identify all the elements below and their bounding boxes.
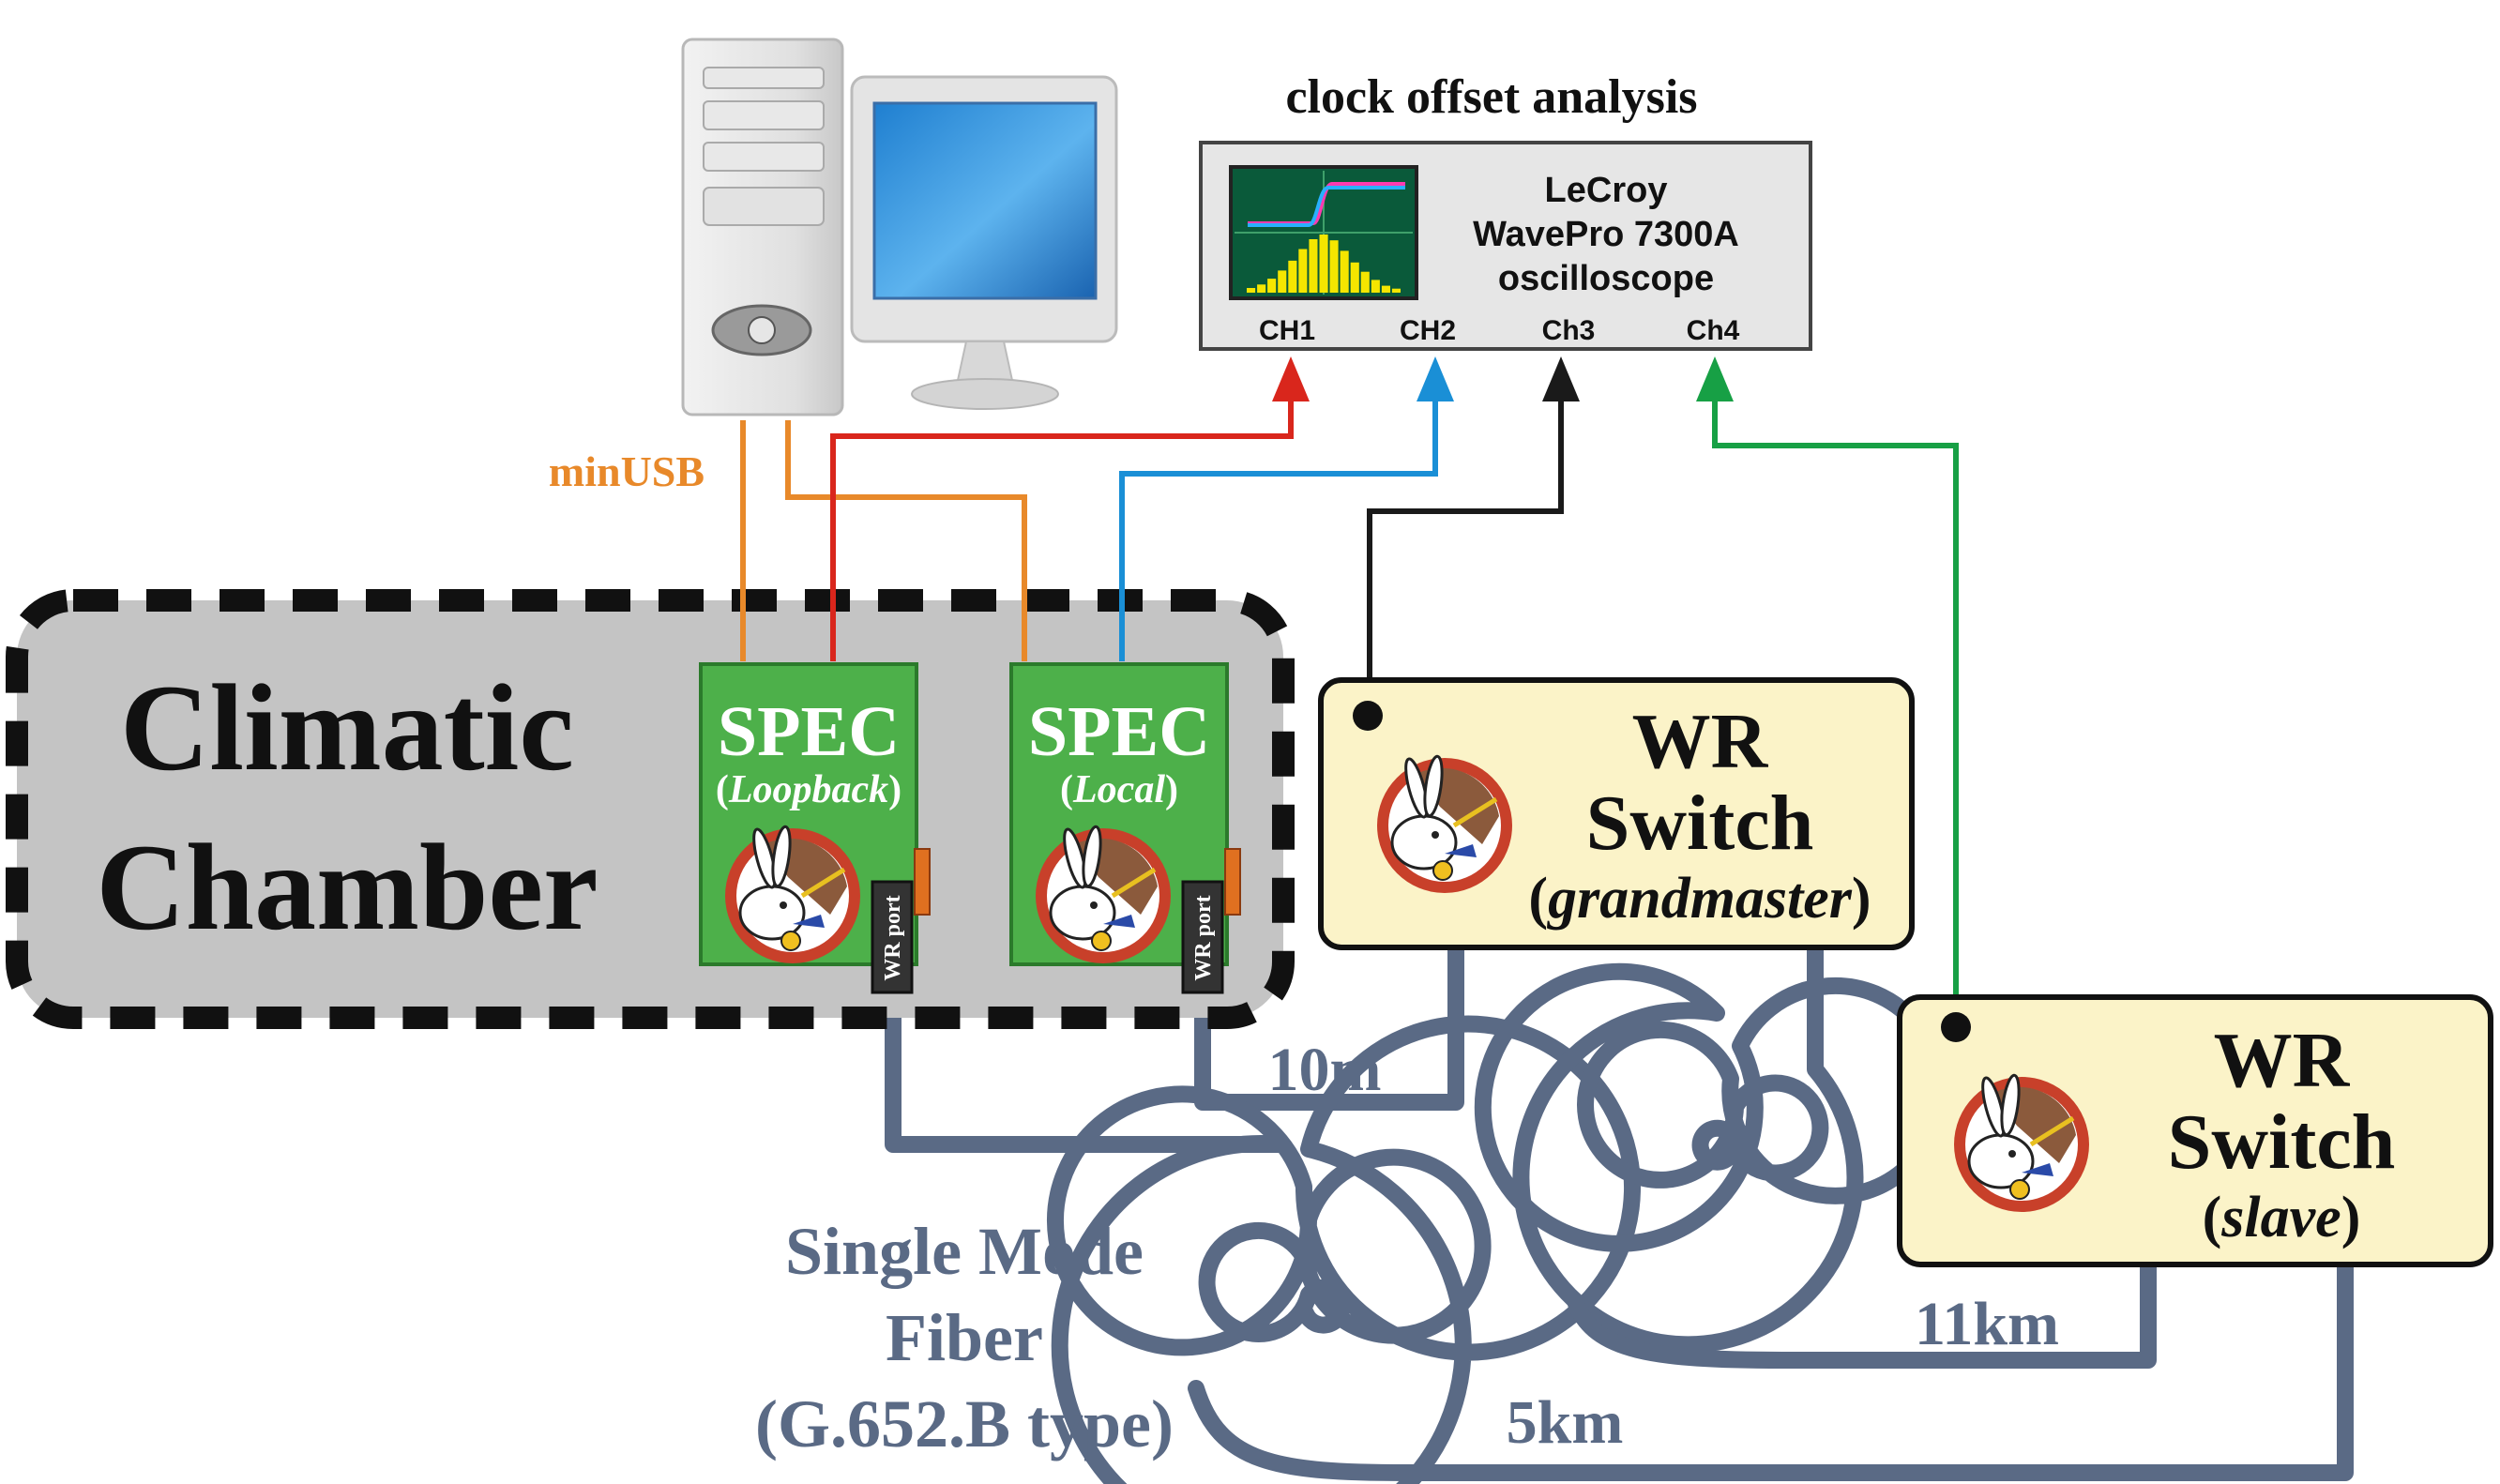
oscilloscope-model-line1: LeCroy: [1545, 171, 1668, 210]
wr-grandmaster-paren-open: (: [1528, 867, 1548, 931]
fiber-length-5km: 5km: [1507, 1388, 1624, 1457]
oscilloscope-model-line2: WavePro 7300A: [1473, 215, 1739, 254]
channel-label-ch2: CH2: [1400, 315, 1456, 346]
fiber-label-line3: (G.652.B type): [755, 1386, 1174, 1461]
histogram-bar: [1381, 285, 1390, 293]
spec-loopback-mode-text: Loopback: [728, 768, 888, 811]
wr-grandmaster-role: (grandmaster): [1528, 867, 1871, 931]
histogram-bar: [1309, 239, 1318, 293]
histogram-bar: [1360, 271, 1370, 293]
fiber-label-line1: Single Mode: [785, 1214, 1144, 1289]
wr-port-label: WR port: [1191, 895, 1216, 980]
climatic-chamber: Climatic Chamber: [6, 589, 1295, 1029]
channel-label-ch1: CH1: [1259, 315, 1315, 346]
card-connector: [1224, 848, 1241, 916]
wr-port: [871, 880, 914, 994]
histogram-bar: [1278, 270, 1287, 293]
spec-loopback-paren-close: ): [888, 768, 902, 811]
lcd-monitor-icon: [850, 75, 1118, 410]
spec-local-paren-open: (: [1060, 768, 1073, 811]
wr-switch-slave: WR Switch (slave): [1897, 994, 2493, 1267]
wr-slave-role: (slave): [2203, 1186, 2361, 1249]
spec-loopback-paren-open: (: [716, 768, 729, 811]
offset-histogram: [1247, 235, 1401, 293]
ch3-cable: [1367, 394, 1564, 713]
wr-slave-line2: Switch: [2168, 1098, 2396, 1186]
usb-label: minUSB: [549, 447, 705, 495]
single-mode-fiber: [885, 939, 2354, 1484]
chamber-label-line1: Climatic: [120, 659, 574, 796]
oscilloscope-screen: [1229, 165, 1418, 300]
ch2-cable: [1119, 394, 1438, 661]
histogram-bar: [1329, 240, 1339, 293]
histogram-bar: [1391, 288, 1401, 293]
histogram-bar: [1288, 260, 1297, 293]
wr-slave-paren-close: ): [2341, 1186, 2361, 1249]
wr-slave-line1: WR: [2214, 1017, 2351, 1104]
port-dot-icon: [1941, 1012, 1971, 1042]
spec-local-mode: (Local): [1060, 768, 1178, 811]
chamber-label-line2: Chamber: [96, 818, 598, 956]
spec-local-title: SPEC: [1028, 692, 1210, 771]
channel-label-ch3: Ch3: [1542, 315, 1596, 346]
wr-grandmaster-line2: Switch: [1586, 780, 1814, 867]
histogram-bar: [1340, 250, 1349, 293]
spec-loopback-title: SPEC: [718, 692, 900, 771]
histogram-bar: [1257, 284, 1266, 293]
computer: [681, 38, 1118, 416]
oscilloscope: LeCroy WavePro 7300A oscilloscope CH1 CH…: [1199, 141, 1812, 351]
histogram-bar: [1319, 235, 1328, 293]
fiber-length-11km: 11km: [1915, 1290, 2059, 1358]
histogram-bar: [1247, 288, 1256, 293]
ch3-arrow-icon: [1542, 356, 1580, 401]
port-dot-icon: [1353, 701, 1383, 731]
ch1-arrow-icon: [1272, 356, 1310, 401]
fiber-length-10m: 10m: [1268, 1036, 1382, 1104]
usb-cable-local: [785, 420, 1027, 661]
histogram-bar: [1267, 279, 1277, 293]
ch1-cable: [830, 394, 1294, 661]
channel-label-ch4: Ch4: [1687, 315, 1740, 346]
ch4-arrow-icon: [1696, 356, 1734, 401]
desktop-tower-icon: [681, 38, 844, 416]
card-connector: [914, 848, 931, 916]
oscilloscope-heading: clock offset analysis: [1285, 70, 1697, 124]
histogram-bar: [1350, 262, 1359, 293]
spec-loopback-mode: (Loopback): [716, 768, 902, 811]
spec-local-paren-close: ): [1165, 768, 1178, 811]
spec-local-mode-text: Local: [1072, 768, 1165, 811]
wr-slave-role-text: slave: [2220, 1186, 2341, 1249]
histogram-bar: [1371, 280, 1380, 293]
spec-loopback-card: SPEC (Loopback) WR port: [699, 662, 931, 994]
wr-switch-grandmaster: WR Switch (grandmaster): [1318, 677, 1915, 950]
oscilloscope-model-line3: oscilloscope: [1498, 259, 1714, 298]
wr-grandmaster-role-text: grandmaster: [1546, 867, 1853, 931]
wr-slave-paren-open: (: [2203, 1186, 2222, 1249]
wr-grandmaster-line1: WR: [1632, 698, 1769, 785]
wr-grandmaster-paren-close: ): [1852, 867, 1871, 931]
spec-local-card: SPEC (Local) WR port: [1009, 662, 1241, 994]
ch2-arrow-icon: [1417, 356, 1454, 401]
ch4-cable: [1712, 394, 1959, 1022]
histogram-bar: [1298, 249, 1308, 293]
fiber-label-line2: Fiber: [886, 1300, 1043, 1375]
wr-port: [1181, 880, 1224, 994]
wr-port-label: WR port: [881, 895, 905, 980]
fiber-11km: [1474, 939, 1949, 1354]
